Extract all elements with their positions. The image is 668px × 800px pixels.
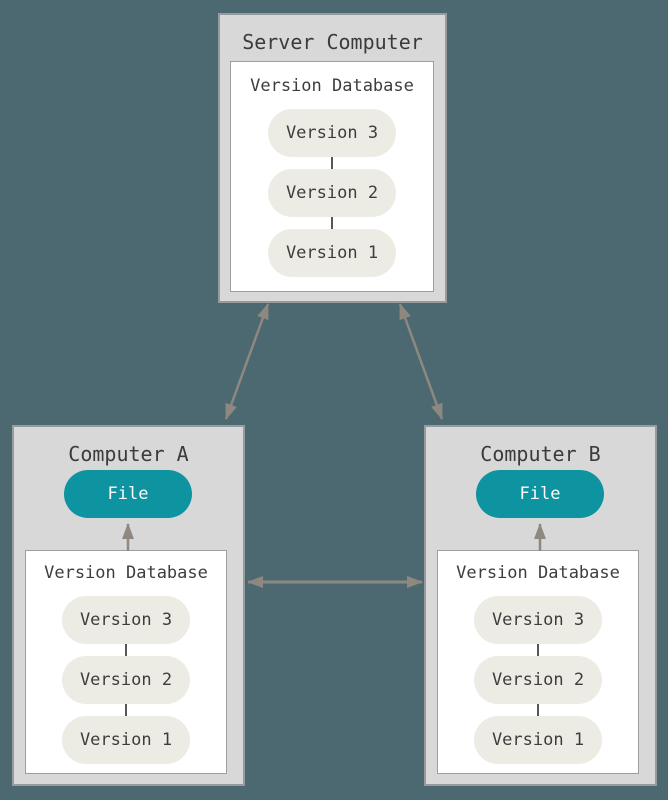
version-pill: Version 3 (268, 109, 396, 157)
version-database-title: Version Database (456, 563, 620, 583)
file-pill: File (476, 470, 604, 518)
version-database-title: Version Database (250, 76, 414, 96)
version-database-title: Version Database (44, 563, 208, 583)
server-computer-box: Server Computer Version Database Version… (218, 13, 447, 303)
computer-b-title: Computer B (480, 442, 601, 466)
file-pill: File (64, 470, 192, 518)
arrow-server-computer-a (224, 303, 270, 420)
arrow-server-computer-b (398, 303, 444, 420)
computer-a-title: Computer A (68, 442, 189, 466)
version-pill: Version 3 (474, 596, 602, 644)
pill-connector (537, 704, 539, 716)
computer-b-box: Computer B File Version Database Version… (424, 425, 657, 786)
version-pill: Version 1 (268, 229, 396, 277)
version-pill: Version 2 (268, 169, 396, 217)
computer-b-version-database-box: Version Database Version 3 Version 2 Ver… (437, 550, 639, 774)
pill-connector (331, 217, 333, 229)
version-pill: Version 2 (62, 656, 190, 704)
version-pill: Version 2 (474, 656, 602, 704)
version-pill: Version 3 (62, 596, 190, 644)
pill-connector (125, 704, 127, 716)
server-computer-title: Server Computer (242, 30, 423, 54)
computer-a-version-database-box: Version Database Version 3 Version 2 Ver… (25, 550, 227, 774)
pill-connector (125, 644, 127, 656)
computer-a-box: Computer A File Version Database Version… (12, 425, 245, 786)
server-version-database-box: Version Database Version 3 Version 2 Ver… (230, 61, 434, 292)
version-pill: Version 1 (474, 716, 602, 764)
pill-connector (537, 644, 539, 656)
pill-connector (331, 157, 333, 169)
version-pill: Version 1 (62, 716, 190, 764)
